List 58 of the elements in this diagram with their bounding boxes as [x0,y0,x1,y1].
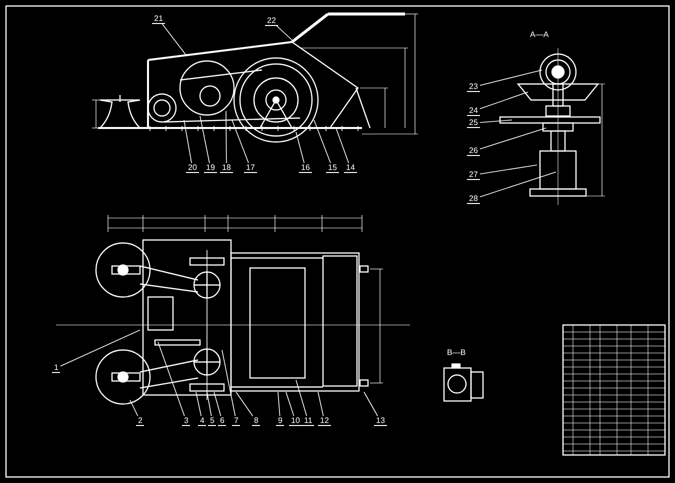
section-label: A—A [530,30,549,39]
callout-number: 20 [186,163,199,173]
leader-line [162,24,186,56]
callout-number: 2 [136,416,144,426]
callout-number: 6 [218,416,226,426]
callout-number: 12 [318,416,331,426]
callout-number: 17 [244,163,257,173]
leader-line [480,92,528,110]
callout-number: 14 [344,163,357,173]
leader-line [314,120,331,164]
callout-number: 19 [204,163,217,173]
leader-line [60,330,140,366]
leader-line [236,392,254,416]
leader-line [336,128,350,164]
leader-line [318,392,324,416]
callout-number: 13 [374,416,387,426]
leader-line [196,392,202,416]
leader-line [278,392,280,416]
callout-number: 8 [252,416,260,426]
callout-number: 24 [467,106,480,116]
leader-line [480,70,542,86]
leader-line [364,392,378,416]
leader-line [214,392,222,416]
callout-number: 9 [276,416,284,426]
leader-line [480,128,546,150]
callout-number: 22 [265,16,278,26]
callout-number: 10 [289,416,302,426]
callout-number: 1 [52,363,60,373]
callout-number: 27 [467,170,480,180]
leader-line [296,380,308,416]
leader-line [480,172,556,198]
callout-number: 26 [467,146,480,156]
callout-number: 28 [467,194,480,204]
callout-number: 4 [198,416,206,426]
callout-number: 21 [152,14,165,24]
leader-line [206,392,212,416]
callout-number: 3 [182,416,190,426]
leader-line [158,342,185,416]
leader-line [276,26,292,40]
callout-number: 23 [467,82,480,92]
callout-number: 18 [220,163,233,173]
callout-number: 16 [299,163,312,173]
leader-line [480,120,512,123]
section-label: B—B [447,348,466,357]
callout-number: 25 [467,118,480,128]
leader-line [226,110,227,164]
leader-line [232,120,249,164]
leader-line [200,116,210,164]
callout-number: 15 [326,163,339,173]
callout-number: 11 [302,416,314,426]
leader-line [296,132,305,164]
leader-line [222,350,236,416]
leader-line [286,392,294,416]
leader-line [184,120,192,164]
callout-number: 7 [232,416,240,426]
leader-line [480,164,538,174]
callout-number: 5 [208,416,216,426]
leader-line [130,400,138,416]
